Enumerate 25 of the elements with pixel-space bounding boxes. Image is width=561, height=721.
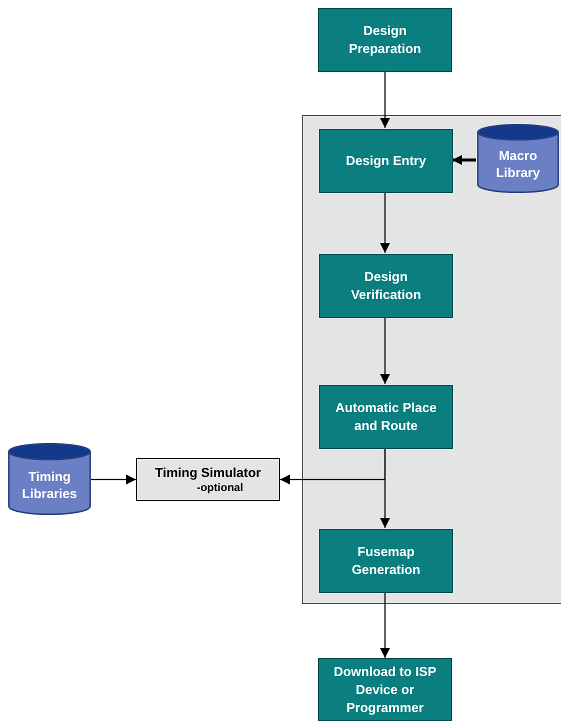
arrow: [280, 448, 386, 484]
box-title: Timing Simulator: [155, 464, 261, 480]
process-box: [319, 254, 453, 318]
arrow: [91, 474, 136, 484]
box-label: Fusemap Generation: [350, 543, 422, 579]
process-box: [318, 8, 452, 72]
arrow: [380, 192, 390, 253]
box-label: Design Preparation: [348, 22, 422, 58]
cylinder-label: Macro Library: [494, 147, 542, 182]
arrow: [380, 317, 390, 384]
box-note: -optional: [196, 480, 244, 494]
arrow: [452, 155, 476, 165]
box-label: Design Verification: [350, 268, 422, 304]
arrow: [380, 72, 390, 128]
arrow: [380, 592, 390, 658]
cylinder-label: Timing Libraries: [21, 468, 78, 502]
process-box: [319, 129, 453, 193]
box-label: Download to ISP Device or Programmer: [332, 662, 438, 716]
group-panel: [302, 115, 561, 604]
box-label: Design Entry: [346, 152, 426, 170]
process-box: [319, 385, 453, 449]
box-label: Automatic Place and Route: [334, 399, 438, 435]
process-box: [319, 529, 453, 593]
process-box: [318, 658, 452, 721]
process-box: [136, 458, 280, 501]
